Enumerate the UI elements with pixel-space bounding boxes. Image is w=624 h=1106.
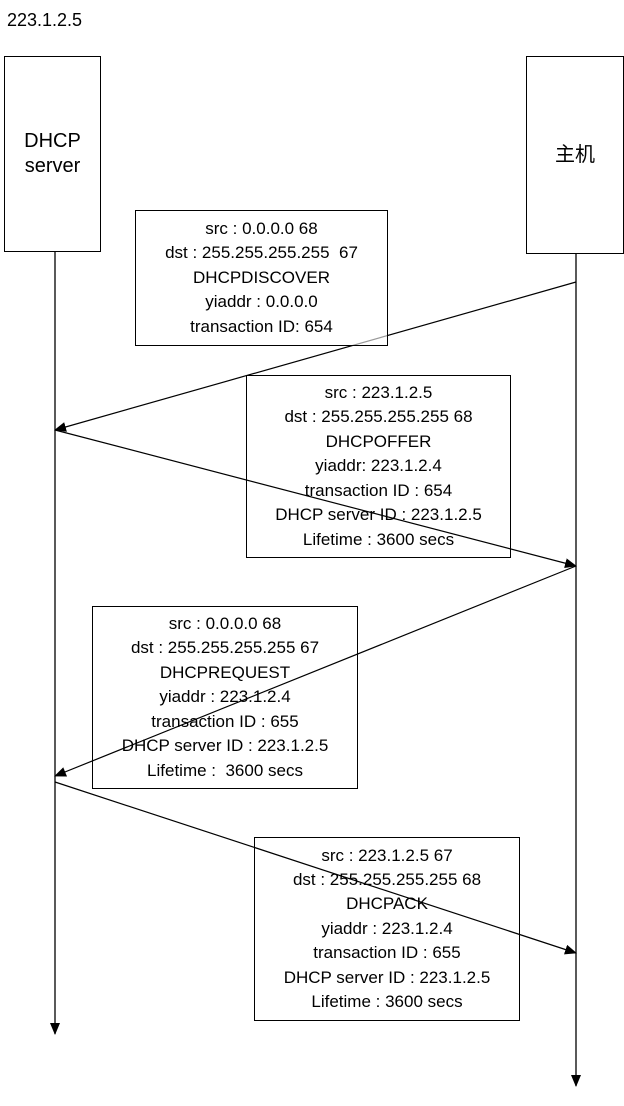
msg-line: yiaddr: 223.1.2.4 [315,456,442,476]
msg-line: transaction ID : 654 [304,480,453,500]
dhcp-server-actor: DHCP server [4,56,101,252]
msg-line: DHCPOFFER [325,431,432,451]
msg-line: DHCPACK [346,894,428,914]
host-label: 主机 [555,143,595,166]
host-actor: 主机 [526,56,624,254]
msg-line: dst : 255.255.255.255 68 [292,869,482,889]
msg-line: dst : 255.255.255.255 67 [130,638,320,658]
msg-line: yiaddr : 223.1.2.4 [159,687,291,707]
msg-line: src : 0.0.0.0 68 [168,614,282,634]
dhcp-discover-box: src : 0.0.0.0 68 dst : 255.255.255.255 6… [135,210,388,346]
top-ip-label: 223.1.2.5 [7,10,83,30]
offer-arrow [54,429,577,569]
msg-line: transaction ID: 654 [190,316,333,336]
dhcp-offer-box: src : 223.1.2.5 dst : 255.255.255.255 68… [246,375,511,558]
msg-line: Lifetime : 3600 secs [147,760,303,780]
msg-line: DHCP server ID : 223.1.2.5 [121,736,329,756]
dhcp-ack-box: src : 223.1.2.5 67 dst : 255.255.255.255… [254,837,520,1021]
dhcp-server-label: DHCP server [24,130,81,177]
msg-line: DHCPDISCOVER [193,267,330,287]
msg-line: Lifetime : 3600 secs [311,992,463,1012]
request-arrow [54,565,577,777]
dhcp-request-box: src : 0.0.0.0 68 dst : 255.255.255.255 6… [92,606,358,789]
msg-line: DHCP server ID : 223.1.2.5 [275,505,482,525]
msg-line: transaction ID : 655 [313,943,461,963]
msg-line: yiaddr : 0.0.0.0 [205,292,318,312]
msg-line: dst : 255.255.255.255 68 [284,407,473,427]
msg-line: DHCPREQUEST [159,662,291,682]
discover-arrow [54,281,577,432]
msg-line: src : 223.1.2.5 67 [321,845,453,865]
msg-line: src : 223.1.2.5 [324,383,433,403]
msg-line: transaction ID : 655 [151,711,299,731]
msg-line: yiaddr : 223.1.2.4 [321,918,453,938]
msg-line: Lifetime : 3600 secs [302,529,455,549]
ack-arrow [54,781,577,955]
msg-line: DHCP server ID : 223.1.2.5 [283,967,491,987]
msg-line: dst : 255.255.255.255 67 [165,243,358,263]
msg-line: src : 0.0.0.0 68 [205,218,318,238]
